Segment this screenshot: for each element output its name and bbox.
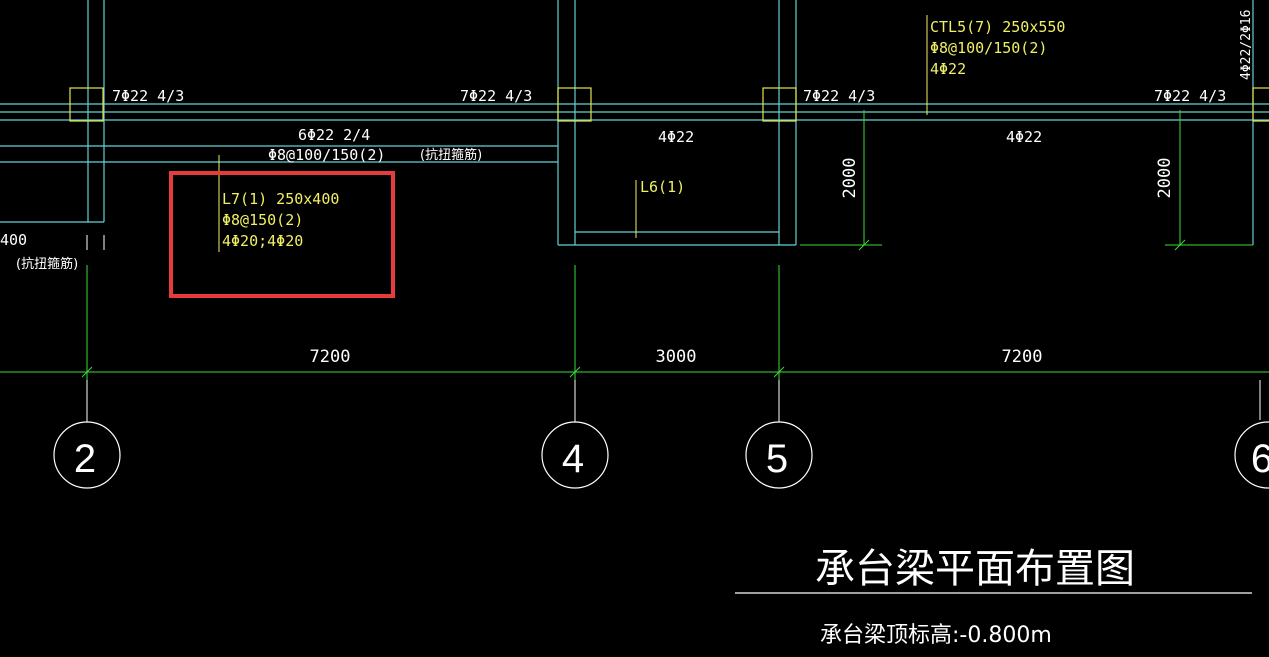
axis-bubble-6[interactable] <box>1234 421 1269 489</box>
top-span-label: 7Φ22 4/3 <box>1154 87 1226 105</box>
columns <box>69 87 1269 122</box>
axis-bubble-2[interactable] <box>53 421 121 489</box>
column <box>69 87 104 122</box>
top-span-label: 7Φ22 4/3 <box>460 87 532 105</box>
dim-tick <box>773 366 785 378</box>
torsion-note: (抗扭箍筋) <box>420 147 482 163</box>
column <box>1252 87 1269 122</box>
dim-label: 3000 <box>656 347 697 367</box>
dim-label: 7200 <box>1002 347 1043 367</box>
l7-line3: 4Φ20;4Φ20 <box>222 232 303 250</box>
beam-lines <box>0 0 1269 246</box>
mid-span-stirrup: Φ8@100/150(2) <box>268 146 385 164</box>
vertical-right-label: 4Φ22/2Φ16 <box>1239 10 1254 80</box>
l7-line1: L7(1) 250x400 <box>222 190 339 208</box>
axis-label: 2 <box>74 437 96 481</box>
drawing-title: 承台梁平面布置图 <box>815 546 1135 592</box>
axis-bubbles <box>53 421 1269 489</box>
left-dim-label: 400 <box>0 231 27 249</box>
beam-annotations: 7Φ22 4/3 7Φ22 4/3 7Φ22 4/3 7Φ22 4/3 6Φ22… <box>0 10 1254 272</box>
ctl5-line1: CTL5(7) 250x550 <box>930 18 1065 36</box>
axis-label: 4 <box>562 437 584 481</box>
dim-tick <box>1174 239 1186 251</box>
l7-line2: Φ8@150(2) <box>222 211 303 229</box>
dimension-texts: 7200 3000 7200 2000 2000 <box>310 158 1175 367</box>
dimension-lines <box>0 110 1269 380</box>
drawing-subtitle: 承台梁顶标高:-0.800m <box>820 623 1052 648</box>
leader-lines <box>86 235 105 250</box>
axis-label: 5 <box>766 437 788 481</box>
axis-lines <box>86 380 1261 422</box>
dim-tick <box>569 366 581 378</box>
dim-label-vertical: 2000 <box>1155 158 1175 199</box>
l7-annotation: L7(1) 250x400 Φ8@150(2) 4Φ20;4Φ20 <box>222 190 339 250</box>
axis-bubble-4[interactable] <box>541 421 609 489</box>
column <box>762 87 797 122</box>
ctl5-line3: 4Φ22 <box>930 60 966 78</box>
span-label-5-6: 4Φ22 <box>1006 128 1042 146</box>
axis-labels: 2 4 5 6 <box>74 437 1269 481</box>
top-span-label: 7Φ22 4/3 <box>112 87 184 105</box>
ctl5-annotation: CTL5(7) 250x550 Φ8@100/150(2) 4Φ22 <box>930 18 1065 78</box>
left-torsion-note: (抗扭箍筋) <box>16 256 78 272</box>
dim-label-vertical: 2000 <box>840 158 860 199</box>
dim-tick <box>81 366 93 378</box>
ctl5-line2: Φ8@100/150(2) <box>930 39 1047 57</box>
l6-label: L6(1) <box>640 178 685 196</box>
axis-bubble-5[interactable] <box>745 421 813 489</box>
column <box>557 87 592 122</box>
title-block: 承台梁平面布置图 承台梁顶标高:-0.800m <box>735 546 1252 648</box>
dim-label: 7200 <box>310 347 351 367</box>
top-span-label: 7Φ22 4/3 <box>803 87 875 105</box>
axis-label: 6 <box>1251 437 1269 481</box>
dim-tick <box>858 239 870 251</box>
span-label-4-5: 4Φ22 <box>658 128 694 146</box>
highlight-box[interactable] <box>169 171 395 298</box>
mid-span-top: 6Φ22 2/4 <box>298 126 370 144</box>
